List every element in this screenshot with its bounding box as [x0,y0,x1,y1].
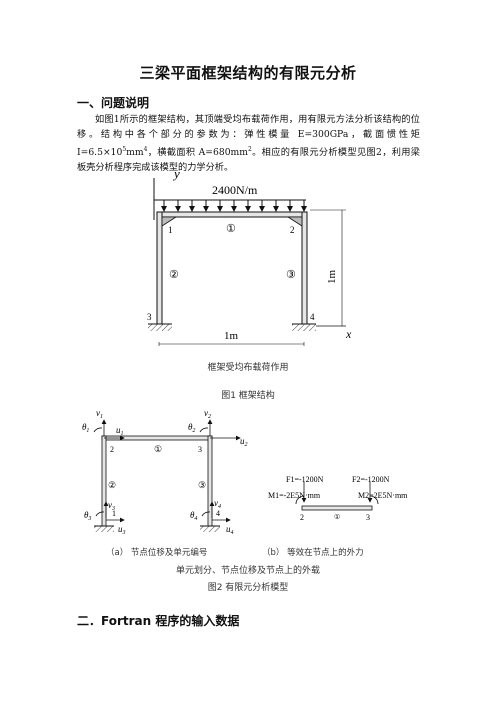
problem-paragraph: 如图1所示的框架结构，其顶端受均布载荷作用，用有限元方法分析该结构的位移。结构中… [77,112,420,175]
y-axis-label: y [172,166,180,181]
dof-v1: v1 [96,408,103,420]
fem-right-column [207,435,213,527]
load-label: 2400N/m [212,183,258,197]
fem-element-2: ② [108,480,116,490]
gusset-left [161,216,178,227]
fem-node-left-top: 2 [110,445,114,454]
figure1-caption: 图1 框架结构 [221,391,275,401]
fem-node-right-bottom: 4 [216,509,220,518]
node-4-label: 4 [310,312,315,322]
dof-v2: v2 [204,408,211,420]
beam-b-element [301,505,373,511]
rotation-arc-1 [93,427,103,433]
dof-v4: v4 [214,498,221,510]
figure2-caption: 图2 有限元分析模型 [207,583,289,593]
page-title: 三梁平面框架结构的有限元分析 [139,64,357,82]
paragraph-sup-1: 5 [122,146,127,153]
fem-element-3: ③ [198,480,206,490]
moment-left-arc [295,495,305,505]
dof-theta4: θ4 [190,510,197,522]
width-dimension-label: 1m [224,330,239,342]
fem-support-right [200,526,220,532]
fem-left-column [101,435,107,527]
figure2-fem-model-diagram: v1 v2 u1 u2 θ1 θ2 v3 v4 u3 u4 θ3 θ4 2 3 … [82,408,408,536]
beam-b-node-left: 2 [300,513,304,522]
section-heading-problem: 一、问题说明 [77,96,150,110]
section-heading-fortran: 二．Fortran 程序的输入数据 [77,614,240,628]
paragraph-sup-3: 2 [247,146,252,153]
dof-u4: u4 [226,524,234,536]
dof-u1: u1 [116,425,124,437]
paragraph-text-3: ，横截面积 A=680mm [147,147,248,159]
force-left-label: F1=-1200N [286,475,324,484]
paragraph-text-1: 如图1所示的框架结构，其顶端受均布载荷作用，用有限元方法分析该结构的位移。结构中… [77,114,420,159]
rotation-arc-3 [95,511,105,517]
element-2-label: ② [169,269,179,281]
figure2-subcaption: 单元划分、节点位移及节点上的外载 [175,566,320,576]
paragraph-text-2: mm [126,147,144,159]
beam-element-1 [156,211,308,218]
paragraph-text-4: 。相应的有限元分析模型见图2，利用梁板壳分析程序完成该模型的力学分析。 [77,147,420,174]
column-element-3 [301,211,308,325]
height-dimension-label: 1m [326,270,338,285]
dof-u2: u2 [240,436,248,448]
moment-right-arc [369,495,379,505]
element-3-label: ③ [286,269,296,281]
fem-element-1: ① [154,444,162,454]
beam-b-element-label: ① [334,513,340,521]
node-2-label: 2 [290,225,295,235]
force-right-label: F2=-1200N [352,475,390,484]
column-element-2 [156,211,163,325]
beam-b-node-right: 3 [366,513,370,522]
x-axis-label: x [345,327,352,341]
moment-right-label: M2=2E5N·mm [358,491,408,500]
fixed-support-left [148,324,172,331]
moment-left-label: M1=-2E5N·mm [268,491,321,500]
figure2-subcaption-a: （a） 节点位移及单元编号 [106,548,208,558]
dof-v3: v3 [108,500,115,512]
fem-node-right-top: 3 [198,445,202,454]
node-3-label: 3 [147,312,152,322]
node-1-label: 1 [168,225,173,235]
dof-theta1: θ1 [82,422,89,434]
element-1-label: ① [226,223,236,235]
dof-u3: u3 [118,524,126,536]
gusset-right [286,216,303,227]
dof-theta2: θ2 [188,422,195,434]
figure1-subcaption: 框架受均布载荷作用 [207,363,289,373]
fem-support-left [94,526,114,532]
paragraph-sup-2: 4 [143,146,148,153]
figure1-frame-diagram: y 2400N/m x 1m 1m 1 2 3 4 ① ② ③ [147,166,352,346]
fixed-support-right [292,324,316,331]
load-arrows [161,200,307,212]
rotation-arc-4 [201,511,211,517]
dof-theta3: θ3 [84,510,91,522]
figure2-subcaption-b: （b） 等效在节点上的外力 [262,548,364,558]
rotation-arc-2 [199,427,209,433]
fem-node-left-bottom: 1 [112,509,116,518]
